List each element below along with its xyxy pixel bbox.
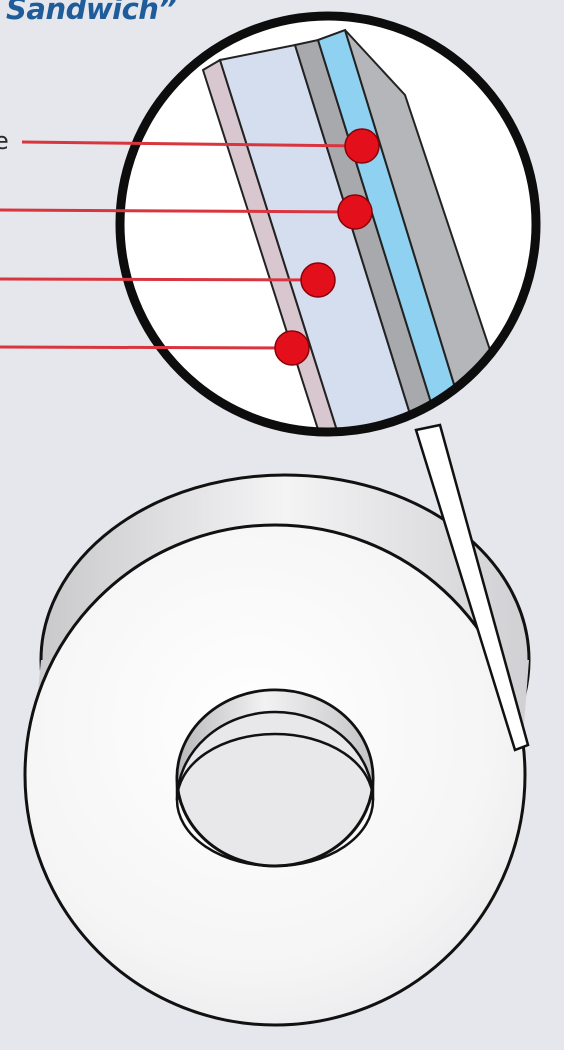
leader-lines [0, 140, 363, 350]
leader-line-4 [0, 345, 293, 350]
diagram-title-fragment: Sandwich” [6, 0, 177, 26]
layer-marker-2-icon [337, 194, 373, 230]
magnifier-circle-icon [115, 11, 541, 437]
tape-roll-icon [23, 473, 531, 1027]
roll-core-ring [175, 732, 375, 868]
leader-line-3 [0, 277, 319, 282]
tape-strip [414, 423, 530, 752]
layer-marker-1-icon [344, 128, 380, 164]
callout-label-fragment: e [0, 127, 9, 155]
layer-marker-4-icon [274, 330, 310, 366]
layer-marker-3-icon [300, 262, 336, 298]
leader-line-2 [0, 208, 356, 214]
leader-line-1 [21, 140, 363, 148]
layer-markers [274, 128, 380, 366]
